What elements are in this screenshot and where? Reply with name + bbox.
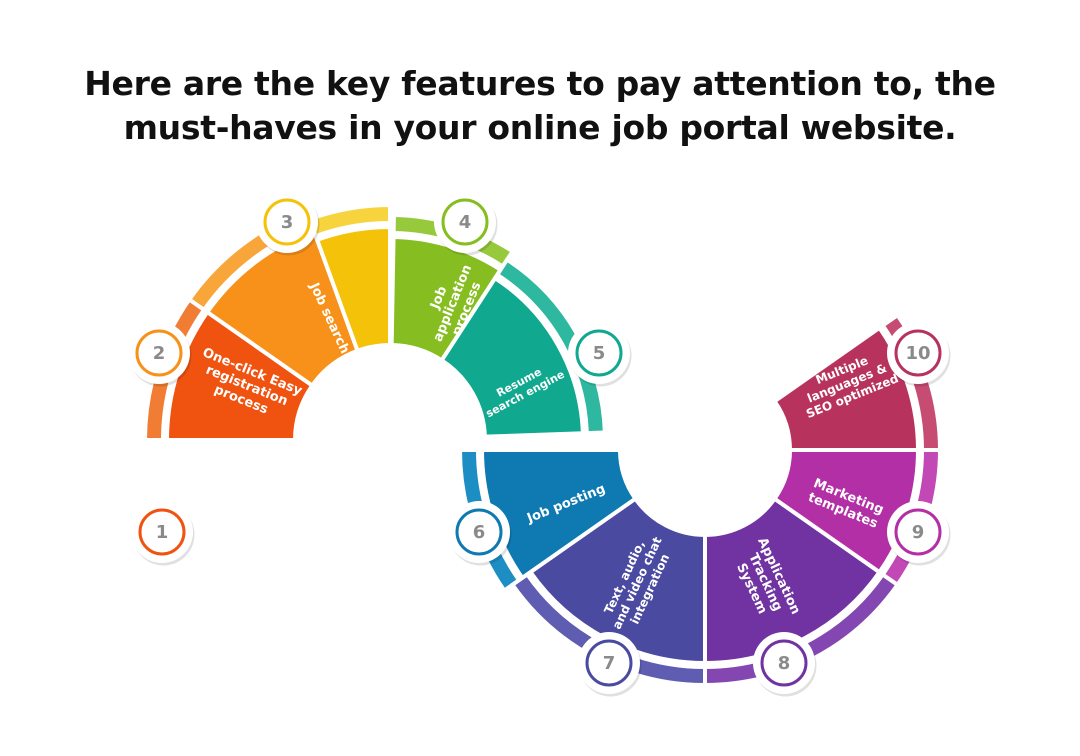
number-badge-2: 2	[128, 322, 192, 387]
badge-number: 7	[603, 653, 616, 674]
title-line-1: Here are the key features to pay attenti…	[84, 64, 996, 103]
number-badge-1: 1	[131, 501, 195, 566]
badge-number: 9	[912, 522, 925, 543]
badge-number: 2	[153, 343, 166, 364]
number-badge-9: 9	[887, 501, 951, 566]
number-badge-5: 5	[568, 322, 632, 387]
badge-number: 3	[281, 212, 294, 233]
segment-body	[314, 224, 392, 354]
feature-segment-8: ApplicationTrackingSystem	[703, 495, 901, 688]
segment-body	[771, 448, 921, 575]
badge-number: 4	[459, 212, 472, 233]
number-badge-8: 8	[753, 632, 817, 697]
number-badge-4: 4	[434, 191, 498, 256]
badge-number: 6	[473, 522, 486, 543]
feature-label-1: Self-centricadmin module	[201, 477, 309, 544]
page-title: Here are the key features to pay attenti…	[0, 62, 1080, 150]
segment-body	[703, 495, 883, 666]
segment-body	[527, 495, 707, 666]
badge-number: 8	[778, 653, 791, 674]
badge-number: 5	[593, 343, 606, 364]
badge-number: 1	[156, 522, 169, 543]
number-badge-7: 7	[578, 632, 642, 697]
number-badge-6: 6	[448, 501, 512, 566]
badge-number: 10	[905, 343, 930, 364]
number-badge-3: 3	[256, 191, 320, 256]
segment-outer-band	[307, 202, 392, 239]
number-badge-10: 10	[887, 322, 951, 387]
segment-body	[438, 275, 585, 439]
title-line-2: must-haves in your online job portal web…	[123, 108, 957, 147]
